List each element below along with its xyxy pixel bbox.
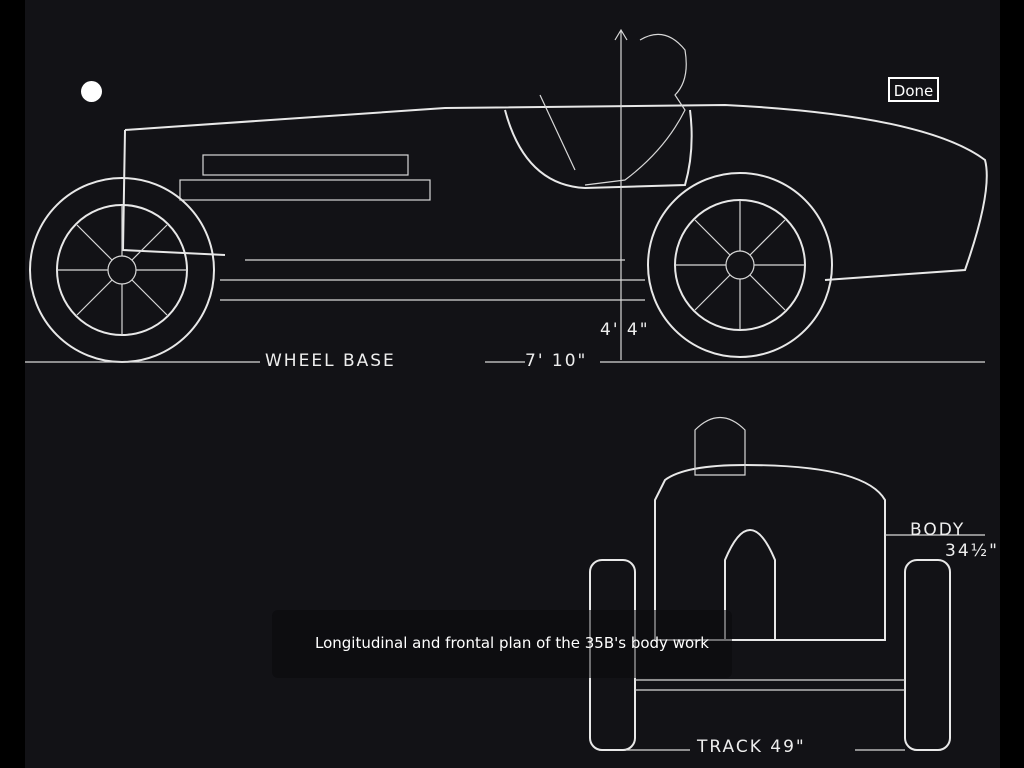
- hotspot-marker[interactable]: [81, 81, 102, 102]
- track-label: TRACK 49": [696, 737, 806, 757]
- body-label: BODY: [910, 520, 965, 540]
- done-button[interactable]: Done: [888, 77, 939, 102]
- caption-background: [272, 610, 732, 678]
- body-value: 34½": [945, 541, 999, 561]
- wheel-base-label: WHEEL BASE: [265, 351, 396, 371]
- bugatti-blueprint-drawing: WHEEL BASE 7' 10" 4' 4" BODY 34½" TRACK …: [25, 28, 999, 757]
- wheel-base-value: 7' 10": [525, 351, 587, 371]
- photo-caption: Longitudinal and frontal plan of the 35B…: [315, 634, 709, 652]
- height-value: 4' 4": [600, 320, 650, 340]
